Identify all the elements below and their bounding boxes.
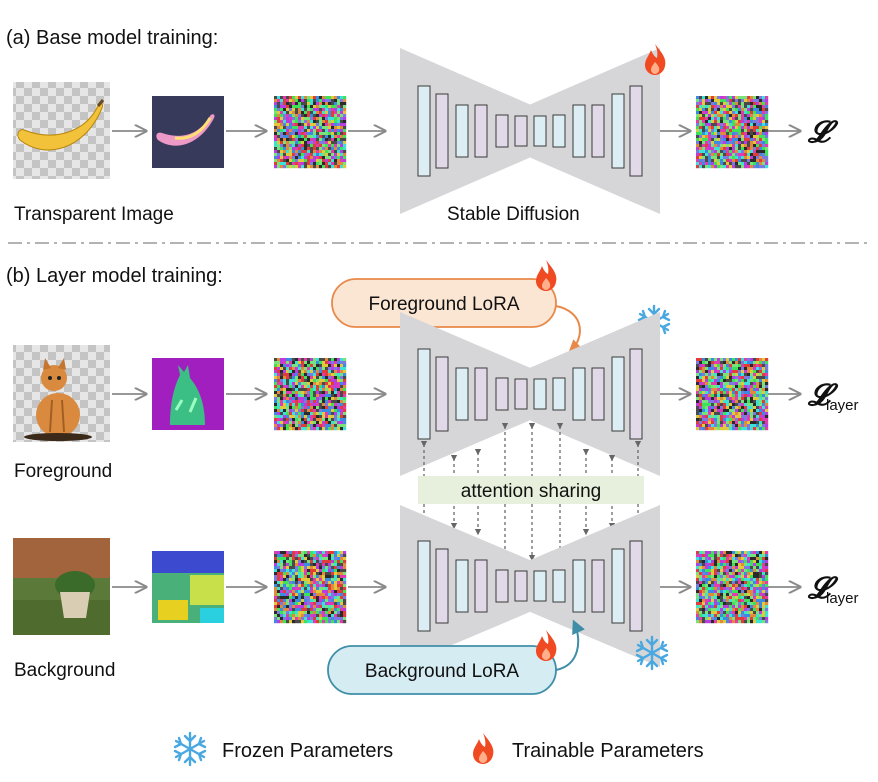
unet-block — [435, 93, 449, 169]
unet-block — [417, 85, 431, 177]
legend-frozen-label: Frozen Parameters — [222, 740, 393, 762]
background-lora-arrow — [555, 619, 585, 671]
unet-block — [495, 114, 509, 148]
unet-block — [435, 356, 449, 432]
loss-foreground: 𝓛 layer — [807, 379, 859, 414]
noise-latent-a-output — [696, 96, 769, 169]
unet-block — [591, 104, 605, 158]
background-garden-image — [13, 538, 110, 635]
foreground-lora-box: Foreground LoRA — [331, 278, 557, 328]
background-lora-box: Background LoRA — [327, 645, 557, 695]
unet-block — [533, 115, 547, 147]
attention-sharing-label: attention sharing — [461, 481, 602, 502]
unet-block — [474, 559, 488, 613]
unet-block — [591, 367, 605, 421]
trainable-flame-icon-bg — [536, 630, 557, 661]
unet-block — [514, 378, 528, 410]
legend-trainable-label: Trainable Parameters — [512, 740, 704, 762]
background-color-latent — [152, 551, 224, 623]
noise-latent-bg-input — [274, 551, 347, 624]
unet-block — [611, 93, 625, 169]
label-transparent-image: Transparent Image — [14, 204, 174, 225]
foreground-cat-image — [13, 345, 110, 442]
foreground-color-latent — [152, 358, 224, 430]
noise-latent-bg-output — [696, 551, 769, 624]
label-foreground: Foreground — [14, 461, 112, 482]
unet-block — [533, 570, 547, 602]
unet-block — [474, 367, 488, 421]
section-a-title: (a) Base model training: — [6, 27, 218, 49]
attention-sharing-box: attention sharing — [418, 476, 644, 504]
unet-block — [611, 356, 625, 432]
loss-bg-subscript: layer — [826, 590, 859, 607]
trainable-flame-icon-a — [645, 44, 666, 75]
unet-block — [417, 540, 431, 632]
label-stable-diffusion: Stable Diffusion — [447, 204, 580, 225]
legend-flame-icon — [473, 733, 494, 764]
banana-color-latent — [152, 96, 224, 168]
unet-block — [629, 540, 643, 632]
unet-block — [455, 367, 469, 421]
unet-block — [572, 367, 586, 421]
unet-block — [455, 559, 469, 613]
legend-snowflake-icon — [173, 731, 207, 767]
unet-block — [611, 548, 625, 624]
unet-block — [629, 85, 643, 177]
unet-block — [591, 559, 605, 613]
unet-block — [495, 377, 509, 411]
unet-block — [514, 115, 528, 147]
trainable-flame-icon-fg — [536, 260, 557, 291]
noise-latent-fg-output — [696, 358, 769, 431]
unet-block — [552, 569, 566, 603]
foreground-lora-arrow — [555, 305, 583, 354]
loss-a: 𝓛 — [807, 116, 839, 149]
section-b-title: (b) Layer model training: — [6, 265, 223, 287]
unet-block — [455, 104, 469, 158]
noise-latent-a-input — [274, 96, 347, 169]
loss-background: 𝓛 layer — [807, 572, 859, 607]
stable-diffusion-unet — [400, 48, 660, 214]
foreground-unet — [400, 312, 660, 476]
unet-block — [417, 348, 431, 440]
unet-block — [572, 104, 586, 158]
label-background: Background — [14, 660, 115, 681]
background-lora-label: Background LoRA — [365, 661, 520, 682]
unet-block — [474, 104, 488, 158]
unet-block — [572, 559, 586, 613]
unet-block — [495, 569, 509, 603]
unet-block — [435, 548, 449, 624]
background-unet — [400, 505, 660, 667]
unet-block — [629, 348, 643, 440]
unet-block — [533, 378, 547, 410]
unet-block — [552, 114, 566, 148]
noise-latent-fg-input — [274, 358, 347, 431]
unet-block — [514, 570, 528, 602]
unet-block — [552, 377, 566, 411]
foreground-lora-label: Foreground LoRA — [368, 294, 519, 315]
loss-fg-subscript: layer — [826, 397, 859, 414]
transparent-banana-image — [13, 82, 110, 179]
